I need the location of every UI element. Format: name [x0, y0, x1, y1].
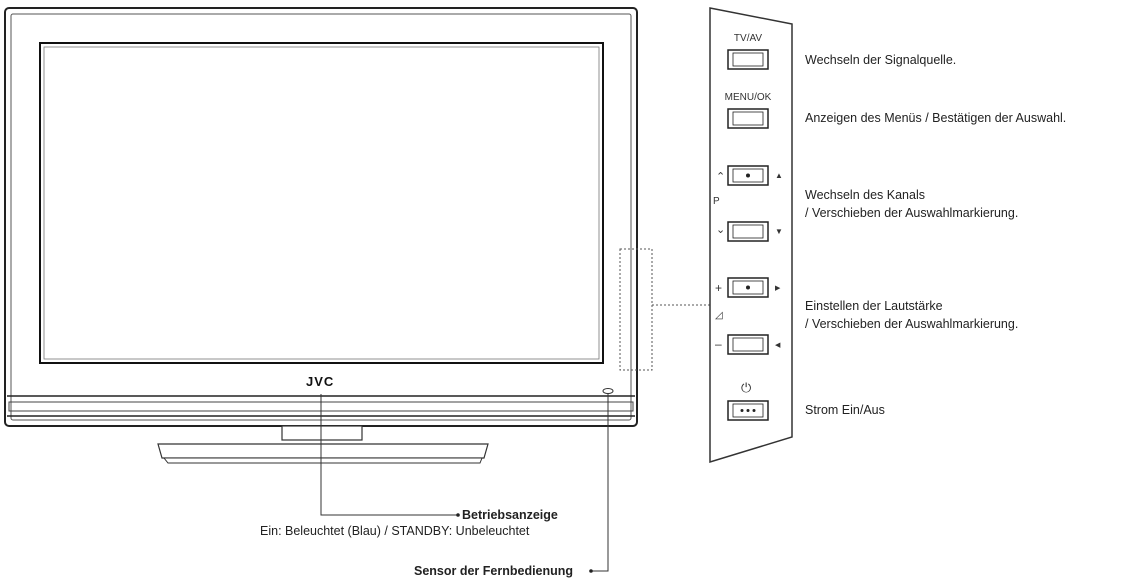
- channel-description-line1: Wechseln des Kanals: [805, 188, 925, 202]
- indicator-callout-dot: [456, 513, 460, 517]
- arrow-right-icon: ▶: [775, 285, 781, 292]
- power-icon: ⏻: [741, 380, 752, 395]
- tvav-description: Wechseln der Signalquelle.: [805, 53, 957, 67]
- program-up-symbol: ⌃: [716, 171, 726, 183]
- menu-ok-label: MENU/OK: [724, 92, 772, 103]
- indicator-title: Betriebsanzeige: [462, 508, 558, 522]
- program-up-button: [727, 165, 769, 186]
- arrow-up-icon: ▲: [775, 171, 783, 180]
- channel-description-line2: / Verschieben der Auswahlmarkierung.: [805, 206, 1019, 220]
- stand-base: [157, 443, 489, 459]
- volume-up-button: [727, 277, 769, 298]
- program-down-button: [727, 221, 769, 242]
- tvav-label: TV/AV: [733, 33, 763, 44]
- stand-neck: [281, 425, 363, 441]
- program-label: P: [713, 196, 720, 207]
- remote-sensor: [602, 388, 614, 394]
- tv-screen: [39, 42, 604, 364]
- stand-base-lower: [162, 457, 483, 464]
- volume-icon: ◿: [715, 310, 723, 321]
- tvav-button: [727, 49, 769, 70]
- volume-description-line1: Einstellen der Lautstärke: [805, 299, 943, 313]
- volume-description-line2: / Verschieben der Auswahlmarkierung.: [805, 317, 1019, 331]
- indicator-callout-line: [320, 394, 458, 516]
- program-down-symbol: ⌄: [716, 224, 726, 236]
- volume-plus-symbol: +: [715, 281, 723, 295]
- menu-description: Anzeigen des Menüs / Bestätigen der Ausw…: [805, 111, 1067, 125]
- indicator-detail: Ein: Beleuchtet (Blau) / STANDBY: Unbele…: [260, 524, 530, 538]
- sensor-callout-line: [591, 394, 609, 572]
- menu-ok-button: [727, 108, 769, 129]
- arrow-down-icon: ▼: [775, 227, 783, 236]
- arrow-left-icon: ◀: [775, 342, 781, 349]
- volume-down-button: [727, 334, 769, 355]
- power-button: [727, 400, 769, 421]
- jvc-logo: JVC: [306, 374, 335, 389]
- tv-screen-inner: [43, 46, 600, 360]
- sensor-callout-dot: [589, 569, 593, 573]
- power-description: Strom Ein/Aus: [805, 403, 885, 417]
- volume-minus-symbol: –: [715, 337, 722, 351]
- side-buttons-highlight: [619, 248, 653, 371]
- sensor-title: Sensor der Fernbedienung: [414, 564, 574, 578]
